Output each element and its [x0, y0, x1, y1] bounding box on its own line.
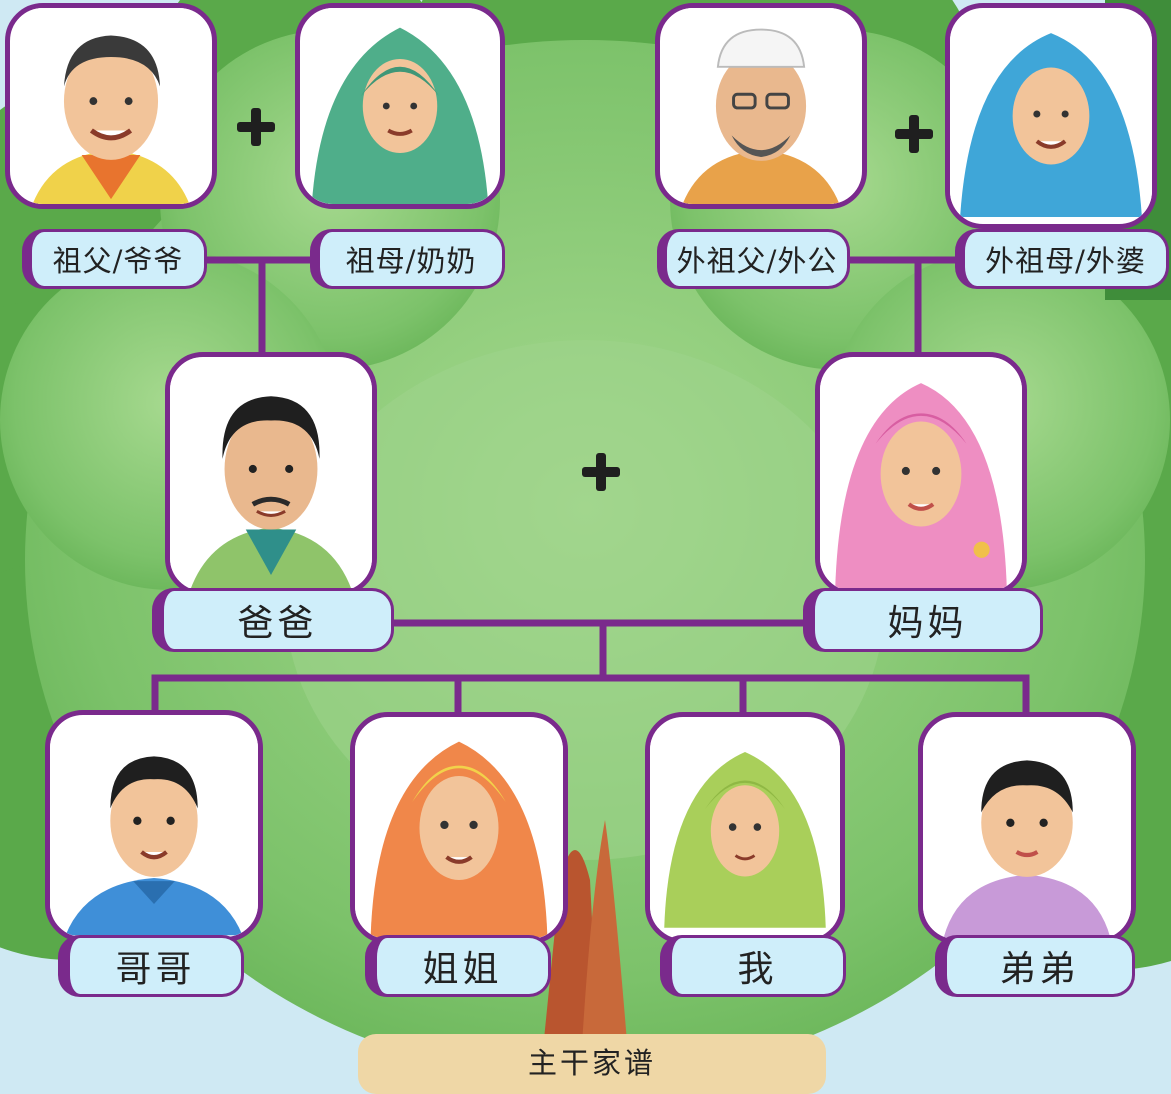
father-label: 爸爸 — [152, 588, 394, 652]
grandfather-portrait — [5, 3, 217, 209]
sister-portrait — [350, 712, 568, 944]
grandmother-label: 祖母/奶奶 — [310, 229, 505, 289]
plus-icon — [582, 453, 620, 491]
maternal-grandmother-label: 外祖母/外婆 — [955, 229, 1169, 289]
father-portrait — [165, 352, 377, 596]
brother-label: 哥哥 — [58, 935, 244, 997]
maternal-grandfather-label: 外祖父/外公 — [657, 229, 850, 289]
me-label: 我 — [660, 935, 846, 997]
maternal-grandmother-portrait — [945, 3, 1157, 229]
sister-label: 姐姐 — [365, 935, 551, 997]
plus-icon — [237, 108, 275, 146]
plus-icon — [895, 115, 933, 153]
mother-portrait — [815, 352, 1027, 596]
brother-portrait — [45, 710, 263, 942]
maternal-grandfather-portrait — [655, 3, 867, 209]
younger-brother-portrait — [918, 712, 1136, 944]
diagram-title: 主干家谱 — [358, 1034, 826, 1094]
mother-label: 妈妈 — [803, 588, 1043, 652]
younger-brother-label: 弟弟 — [935, 935, 1135, 997]
me-portrait — [645, 712, 845, 944]
grandmother-portrait — [295, 3, 505, 209]
grandfather-label: 祖父/爷爷 — [22, 229, 207, 289]
